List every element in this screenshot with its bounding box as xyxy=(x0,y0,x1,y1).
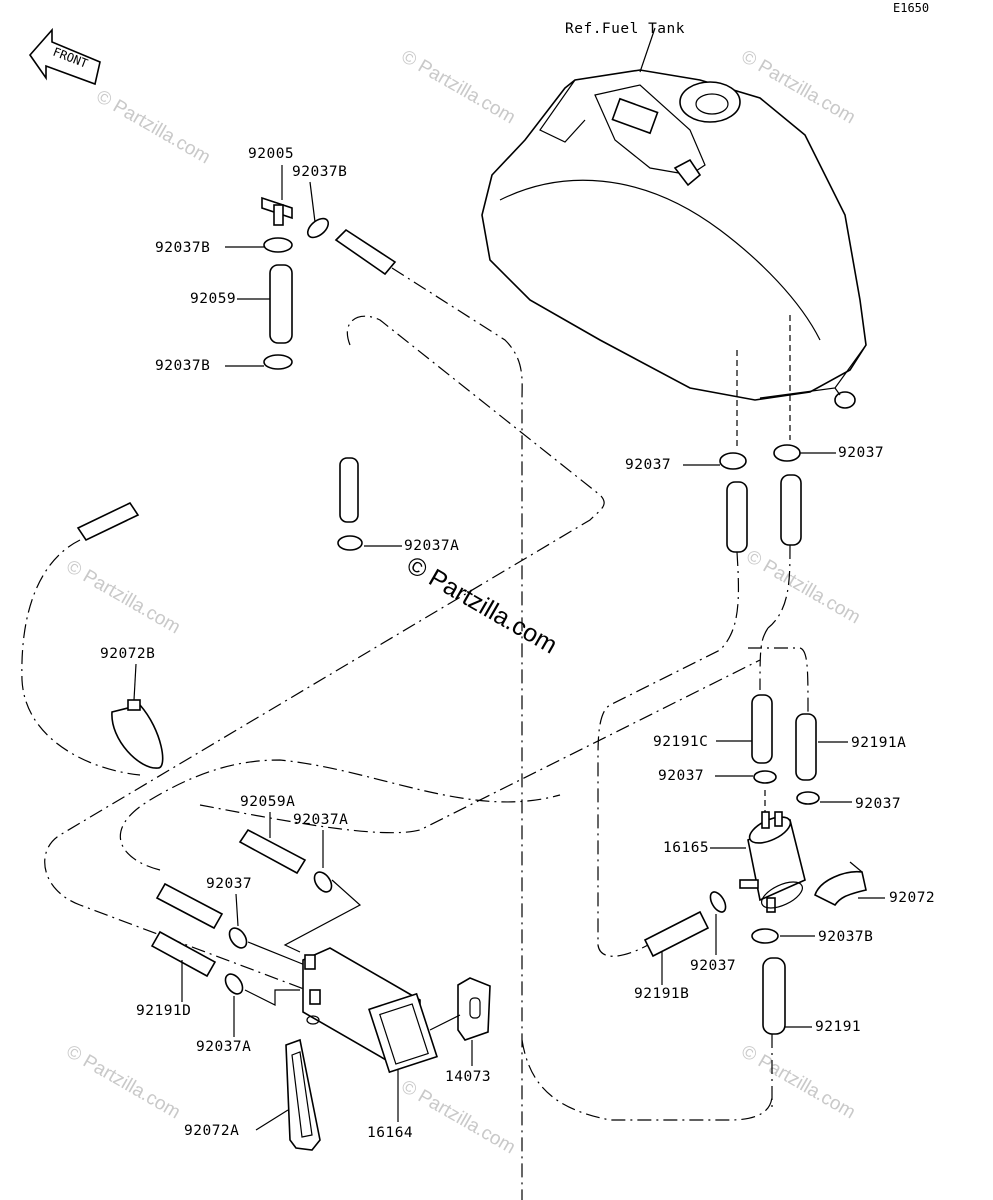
hose-left-top xyxy=(76,501,140,542)
callout-92191d: 92191D xyxy=(136,1003,191,1019)
hose-can-upper xyxy=(155,882,224,930)
hose-92191b xyxy=(643,910,710,958)
clamp-92037-can xyxy=(228,927,248,949)
ref-leader xyxy=(639,27,656,73)
callout-16165: 16165 xyxy=(663,840,709,856)
callout-92191a: 92191A xyxy=(851,735,906,751)
callout-92037b-left2: 92037B xyxy=(155,358,210,374)
clamp-92037b-top xyxy=(306,217,330,239)
clamp-92037a-can xyxy=(313,871,333,893)
callout-92037b-filter: 92037B xyxy=(818,929,873,945)
callout-92037b-left1: 92037B xyxy=(155,240,210,256)
hose-92059 xyxy=(269,264,293,344)
hose-tank-right xyxy=(780,474,802,546)
callout-92005: 92005 xyxy=(248,146,294,162)
callout-92037a-can: 92037A xyxy=(293,812,348,828)
callout-92072: 92072 xyxy=(889,890,935,906)
callout-16164: 16164 xyxy=(367,1125,413,1141)
clamp-92037b-left2 xyxy=(263,354,293,370)
callout-92037b-top: 92037B xyxy=(292,164,347,180)
hose-top-diagonal xyxy=(334,228,397,276)
strap-92072a xyxy=(285,1038,321,1151)
callout-92037a-mid: 92037A xyxy=(404,538,459,554)
callout-92191b: 92191B xyxy=(634,986,689,1002)
callout-92191: 92191 xyxy=(815,1019,861,1035)
callout-92037-f1: 92037 xyxy=(658,768,704,784)
callout-92059: 92059 xyxy=(190,291,236,307)
callout-92037-can: 92037 xyxy=(206,876,252,892)
watermark-7: © Partzilla.com xyxy=(398,1076,519,1158)
cable-tie-92072b xyxy=(111,699,164,769)
fuel-filter-16165 xyxy=(739,811,806,913)
fuel-tank xyxy=(481,69,867,409)
watermark-6: © Partzilla.com xyxy=(63,1041,184,1123)
bracket-14073 xyxy=(457,977,491,1041)
clamp-92037-f1 xyxy=(753,770,777,784)
callout-92059a: 92059A xyxy=(240,794,295,810)
clamp-92037b-filter xyxy=(751,928,779,944)
clamp-92037-f2 xyxy=(796,791,820,805)
canister-16164 xyxy=(302,947,438,1074)
watermark-1: © Partzilla.com xyxy=(93,86,214,168)
diagram-code: E1650 xyxy=(893,1,929,15)
hose-tank-left xyxy=(726,481,748,553)
clamp-92037-tank-right xyxy=(773,444,801,462)
watermark-5: © Partzilla.com xyxy=(743,546,864,628)
clamp-92037a-mid xyxy=(337,535,363,551)
callout-92072a: 92072A xyxy=(184,1123,239,1139)
watermark-4: © Partzilla.com xyxy=(63,556,184,638)
callout-92072b: 92072B xyxy=(100,646,155,662)
clamp-92037b-left1 xyxy=(263,237,293,253)
hose-vertical-mid xyxy=(339,457,359,523)
callout-14073: 14073 xyxy=(445,1069,491,1085)
ref-fuel-tank-label: Ref.Fuel Tank xyxy=(565,21,685,37)
callout-92037a-low: 92037A xyxy=(196,1039,251,1055)
callout-92037-below: 92037 xyxy=(690,958,736,974)
callout-92037-tank-right: 92037 xyxy=(838,445,884,461)
callout-92191c: 92191C xyxy=(653,734,708,750)
hose-92191a xyxy=(795,713,817,781)
hose-92191 xyxy=(762,957,786,1035)
hose-92059a xyxy=(238,828,307,875)
callout-92037-tank-left: 92037 xyxy=(625,457,671,473)
clamp-92037-tank-left xyxy=(719,452,747,470)
hose-92191d xyxy=(150,930,217,978)
clamp-92037-below xyxy=(709,891,727,913)
t-fitting-92005 xyxy=(261,165,293,226)
watermark-center: © Partzilla.com xyxy=(402,551,562,659)
callout-92037-f2: 92037 xyxy=(855,796,901,812)
front-arrow-icon: FRONT xyxy=(28,27,101,86)
hose-92191c xyxy=(751,694,773,764)
bracket-92072 xyxy=(814,861,867,907)
watermark-8: © Partzilla.com xyxy=(738,1041,859,1123)
clamp-92037a-low xyxy=(224,973,244,995)
watermark-2: © Partzilla.com xyxy=(398,46,519,128)
